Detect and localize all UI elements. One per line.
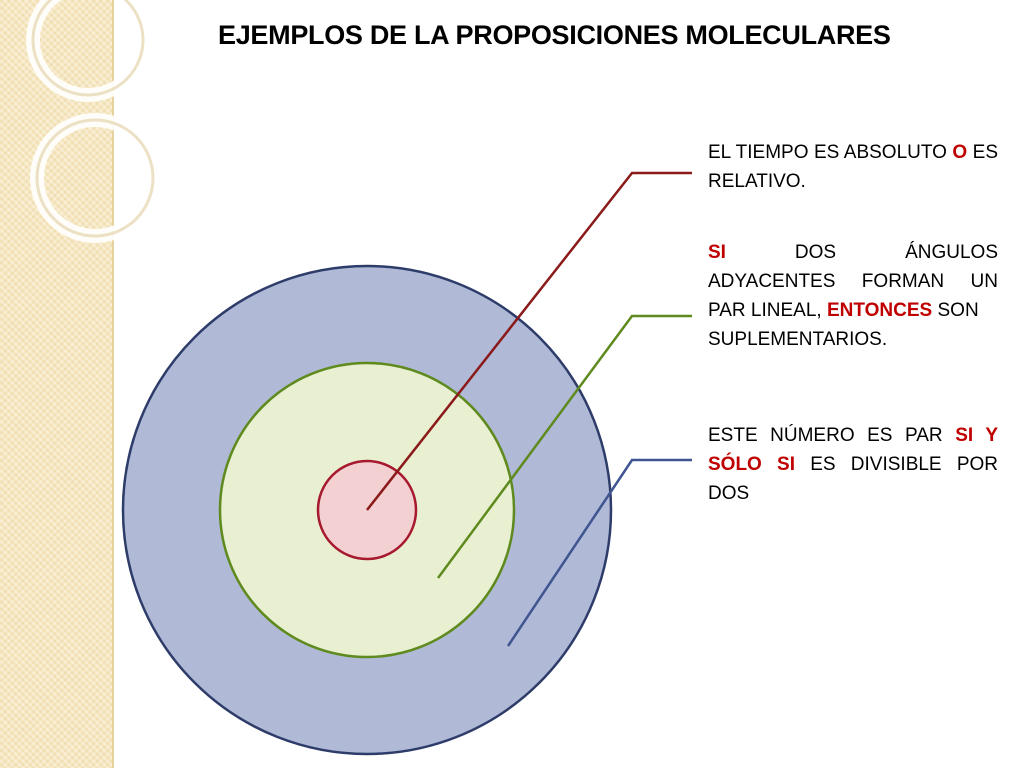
keyword-o: O <box>952 142 968 163</box>
keyword-si-y-solo-si: SI Y SÓLO SI <box>708 425 998 475</box>
label-text: DOS ÁNGULOS ADYACENTES FORMAN UN PAR LIN… <box>708 242 998 321</box>
leader-line-middle <box>436 314 692 579</box>
decorative-rings <box>26 0 160 243</box>
keyword-entonces: ENTONCES <box>826 300 933 321</box>
label-biconditional: ESTE NÚMERO ES PAR SI Y SÓLO SI ES DIVIS… <box>708 421 998 508</box>
keyword-si: SI <box>708 242 726 263</box>
label-text: EL TIEMPO ES ABSOLUTO <box>708 142 953 163</box>
label-text: ES RELATIVO. <box>708 142 998 192</box>
leader-line-inner <box>366 171 692 511</box>
leader-line-outer <box>506 458 692 647</box>
label-text: SUPLEMENTARIOS. <box>708 329 888 350</box>
label-text: ESTE NÚMERO ES PAR <box>708 425 956 446</box>
label-text: SON <box>932 300 979 321</box>
label-conditional: SI DOS ÁNGULOS ADYACENTES FORMAN UN PAR … <box>708 238 998 354</box>
label-disjunction: EL TIEMPO ES ABSOLUTO O ES RELATIVO. <box>708 138 998 196</box>
slide-title: EJEMPLOS DE LA PROPOSICIONES MOLECULARES <box>218 20 891 50</box>
label-text: ES DIVISIBLE POR DOS <box>708 454 998 504</box>
sidebar-edge <box>112 0 114 768</box>
